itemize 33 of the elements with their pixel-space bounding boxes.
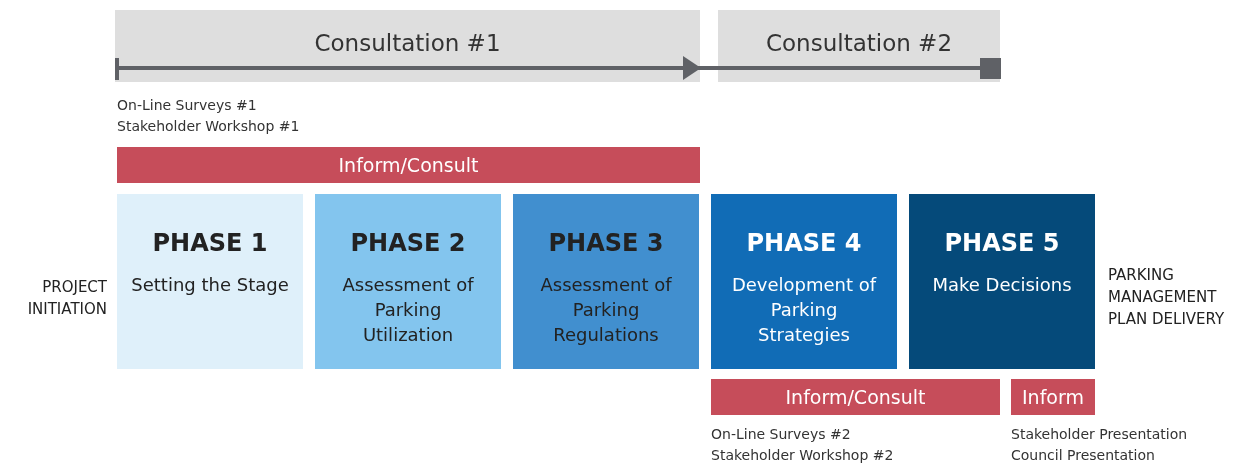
band-title: Consultation #2 — [764, 30, 953, 56]
phase-title: PHASE 1 — [151, 228, 269, 258]
activity-note: Council Presentation — [1011, 446, 1155, 465]
milestone-label: PROJECT INITIATION — [26, 277, 107, 320]
consultation-band — [718, 10, 1000, 82]
phase-description: Assessment of Parking Utilization — [341, 273, 475, 347]
band-title: Consultation #1 — [313, 30, 502, 56]
engagement-bar — [711, 379, 1000, 415]
phase-description: Assessment of Parking Regulations — [539, 273, 673, 347]
bar-label: Inform/Consult — [784, 385, 927, 409]
activity-note: On-Line Surveys #1 — [117, 96, 257, 115]
phase-box — [711, 194, 897, 369]
phase-title: PHASE 5 — [943, 228, 1061, 258]
phase-box — [315, 194, 501, 369]
phase-description: Setting the Stage — [131, 273, 289, 297]
consultation-band — [115, 10, 700, 82]
phase-title: PHASE 2 — [349, 228, 467, 258]
engagement-bar — [1011, 379, 1095, 415]
phase-description: Development of Parking Strategies — [730, 273, 878, 347]
bar-label: Inform — [1021, 385, 1085, 409]
phase-box — [513, 194, 699, 369]
activity-note: On-Line Surveys #2 — [711, 425, 851, 444]
engagement-bar — [117, 147, 700, 183]
phase-box — [117, 194, 303, 369]
bar-label: Inform/Consult — [337, 153, 480, 177]
milestone-label: PARKING MANAGEMENT PLAN DELIVERY — [1108, 265, 1226, 330]
phase-title: PHASE 4 — [745, 228, 863, 258]
phase-description: Make Decisions — [931, 273, 1073, 297]
activity-note: Stakeholder Workshop #1 — [117, 117, 300, 136]
phase-box — [909, 194, 1095, 369]
activity-note: Stakeholder Workshop #2 — [711, 446, 894, 465]
phase-title: PHASE 3 — [547, 228, 665, 258]
activity-note: Stakeholder Presentation — [1011, 425, 1188, 444]
